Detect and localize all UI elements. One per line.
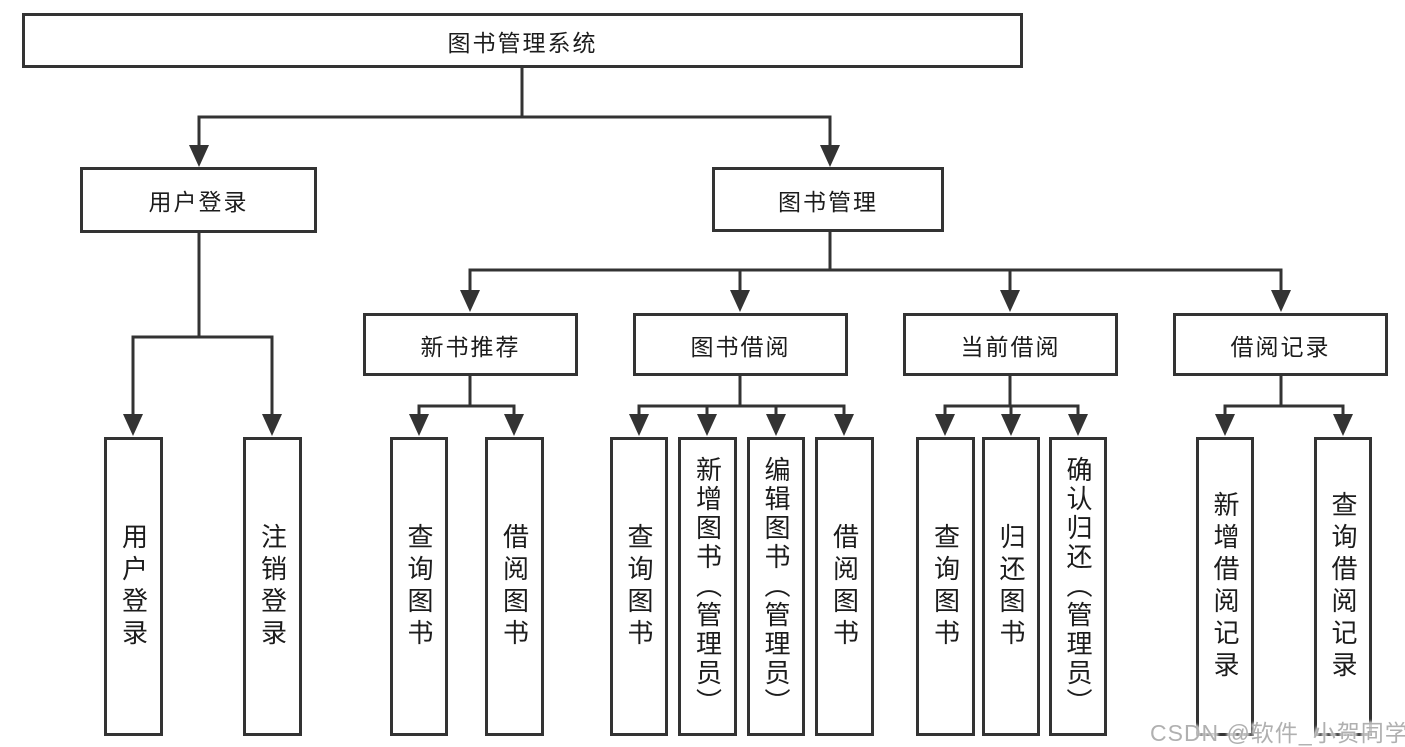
node-label: 确认归还（管理员） [1063,456,1093,717]
leaf-query-borrow-record: 查询借阅记录 [1314,437,1372,736]
node-label: 借阅记录 [1230,333,1331,360]
node-label: 借阅图书 [829,522,860,651]
leaf-query-books-current: 查询图书 [916,437,975,736]
node-borrow-records: 借阅记录 [1173,313,1388,376]
leaf-query-books-recommend: 查询图书 [390,437,448,736]
arrowhead-icon [409,414,429,436]
node-label: 用户登录 [118,522,149,651]
leaf-logout: 注销登录 [243,437,302,736]
leaf-add-borrow-record: 新增借阅记录 [1196,437,1254,736]
node-label: 查询图书 [930,522,961,651]
node-library-management-system: 图书管理系统 [22,13,1023,68]
arrowhead-icon [820,145,840,167]
leaf-return-books: 归还图书 [982,437,1040,736]
arrowhead-icon [629,414,649,436]
node-label: 图书借阅 [690,333,791,360]
node-label: 新增借阅记录 [1210,490,1240,683]
node-book-management: 图书管理 [712,167,944,232]
leaf-borrow-books-recommend: 借阅图书 [485,437,544,736]
arrowhead-icon [1000,290,1020,312]
node-label: 查询借阅记录 [1328,490,1358,683]
leaf-borrow-books: 借阅图书 [815,437,874,736]
node-new-book-recommend: 新书推荐 [363,313,578,376]
arrowhead-icon [935,414,955,436]
leaf-add-book-admin: 新增图书（管理员） [678,437,737,736]
arrowhead-icon [1271,290,1291,312]
arrowhead-icon [504,414,524,436]
arrowhead-icon [189,145,209,167]
node-label: 归还图书 [996,522,1026,651]
node-current-borrow: 当前借阅 [903,313,1118,376]
node-label: 新书推荐 [420,333,521,360]
arrowhead-icon [766,414,786,436]
node-label: 编辑图书（管理员） [761,456,791,717]
node-label: 注销登录 [257,522,288,651]
arrowhead-icon [123,414,143,436]
arrowhead-icon [460,290,480,312]
node-user-login: 用户登录 [80,167,317,233]
node-label: 查询图书 [404,522,434,651]
arrowhead-icon [730,290,750,312]
node-book-borrow: 图书借阅 [633,313,848,376]
node-label: 当前借阅 [960,333,1061,360]
arrowhead-icon [1215,414,1235,436]
arrowhead-icon [1001,414,1021,436]
leaf-query-books-borrow: 查询图书 [610,437,668,736]
node-label: 图书管理 [778,188,878,215]
watermark: CSDN @软件_小贺同学 [1150,720,1405,746]
node-label: 查询图书 [624,522,654,651]
arrowhead-icon [262,414,282,436]
leaf-user-login: 用户登录 [104,437,163,736]
arrowhead-icon [834,414,854,436]
arrowhead-icon [1333,414,1353,436]
node-label: 借阅图书 [499,522,530,651]
arrowhead-icon [1068,414,1088,436]
arrowhead-icon [697,414,717,436]
node-label: 新增图书（管理员） [692,456,723,717]
leaf-confirm-return-admin: 确认归还（管理员） [1049,437,1107,736]
node-label: 图书管理系统 [447,29,598,56]
leaf-edit-book-admin: 编辑图书（管理员） [747,437,805,736]
node-label: 用户登录 [148,189,249,215]
